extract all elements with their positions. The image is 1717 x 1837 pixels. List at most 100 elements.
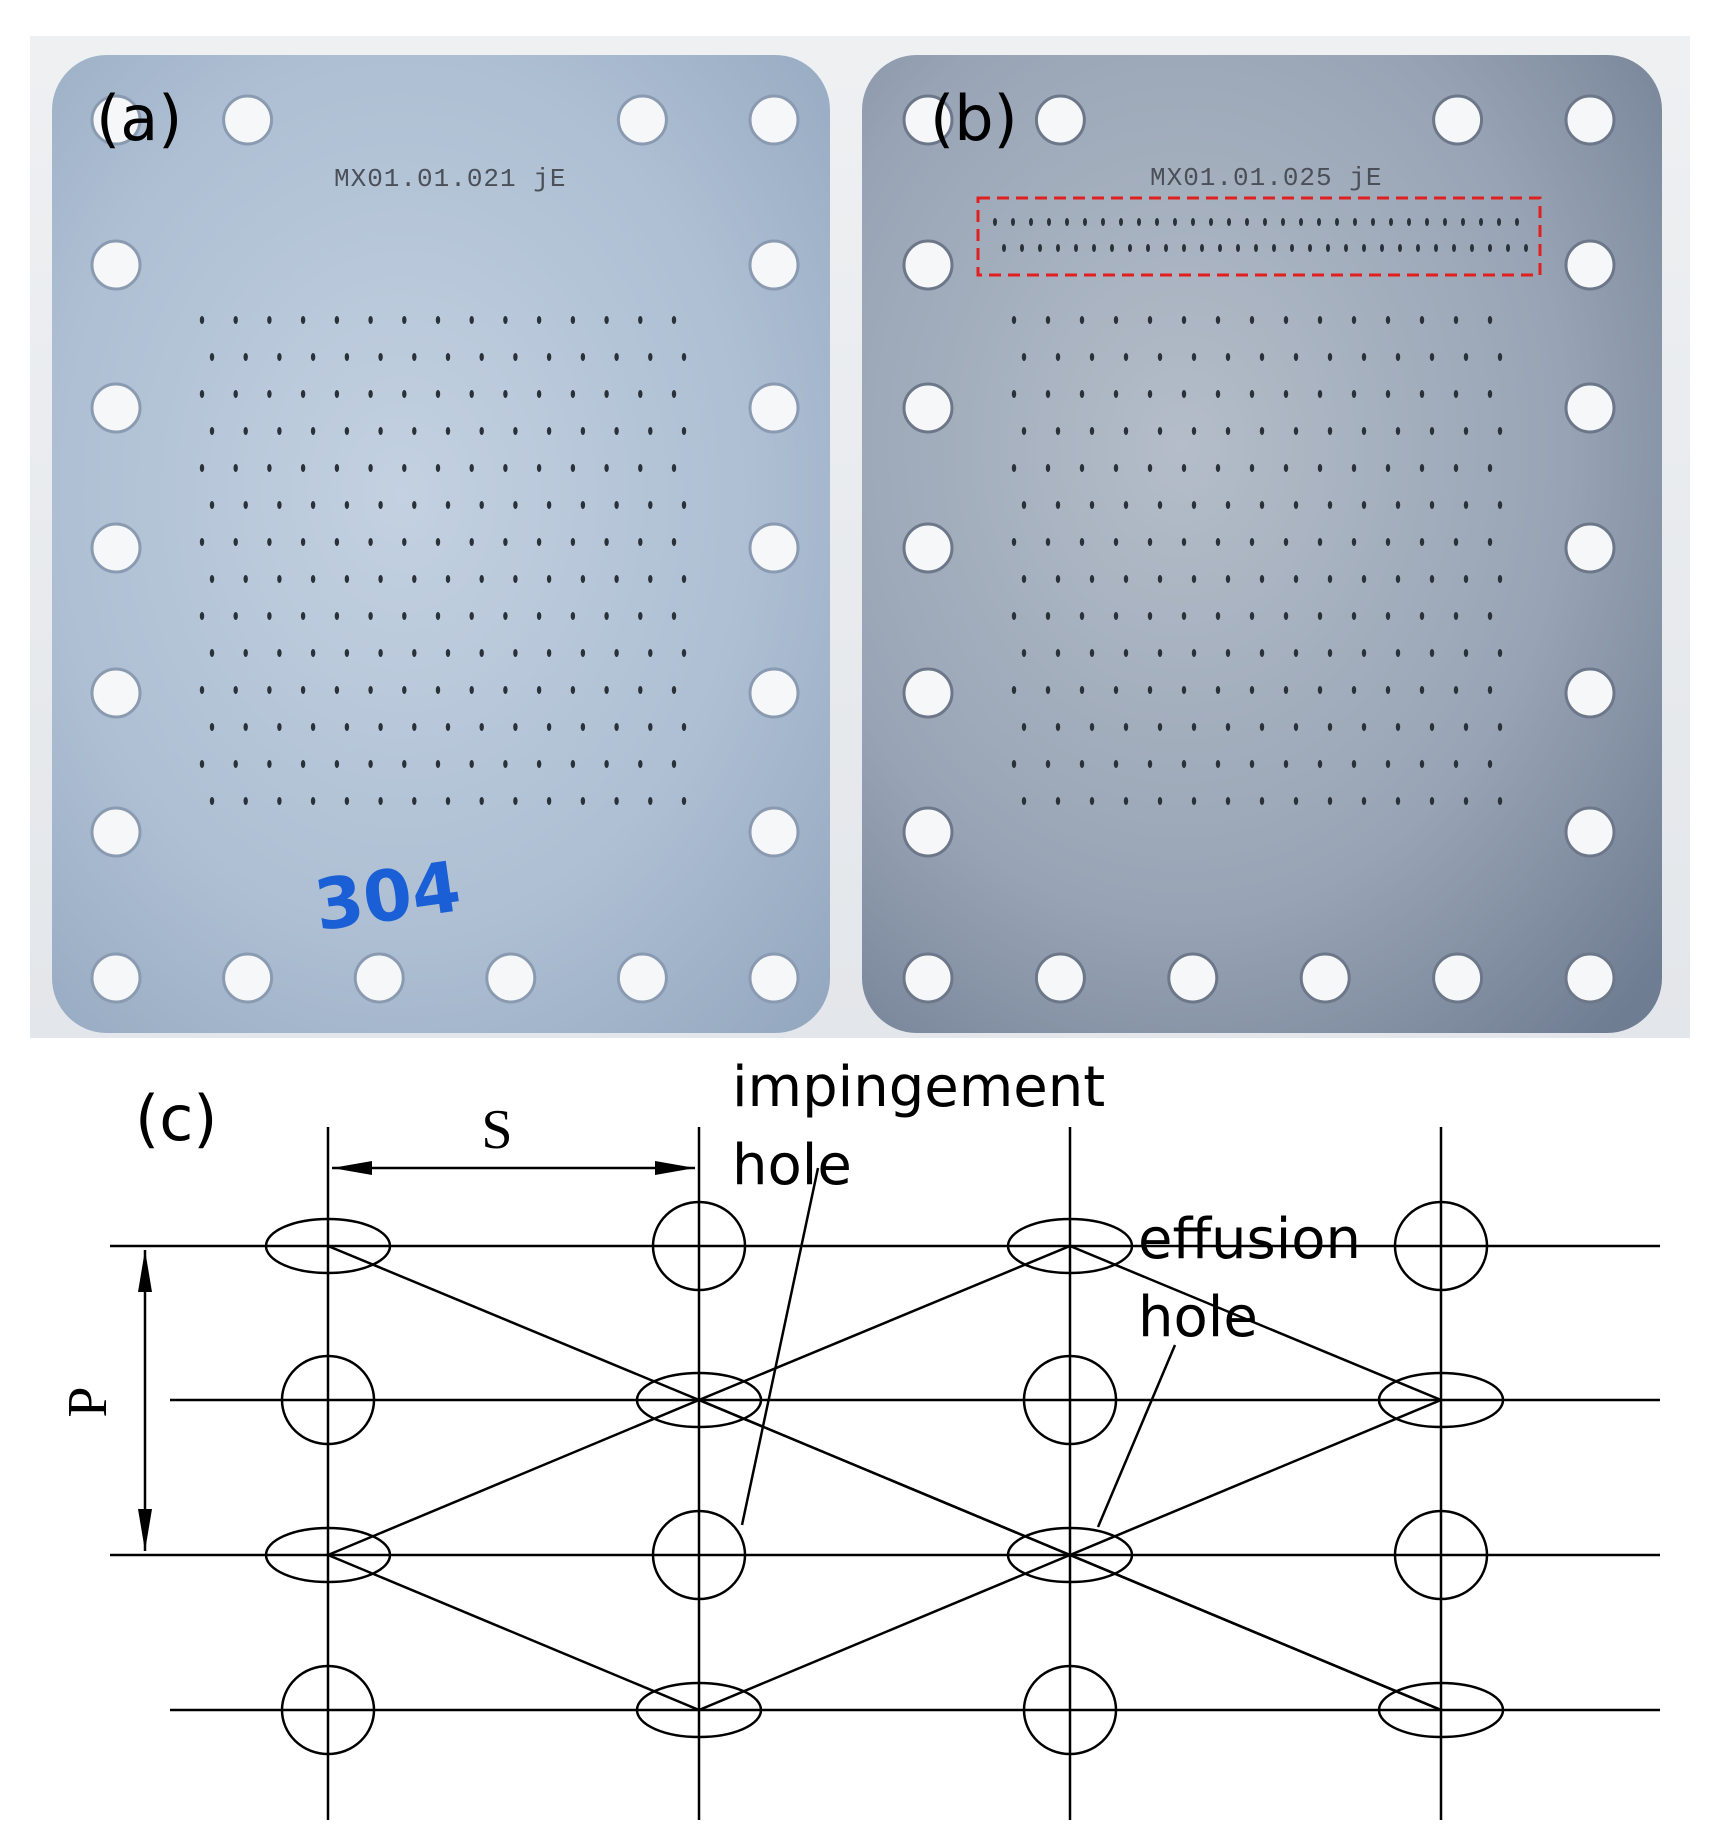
plate-a-body — [52, 55, 830, 1033]
bolt-hole — [748, 667, 800, 719]
small-hole — [1157, 427, 1163, 435]
diagonal-line-b — [1069, 1553, 1442, 1712]
small-hole — [1011, 390, 1017, 398]
small-hole — [503, 316, 508, 324]
small-hole — [209, 797, 215, 805]
zigzag-line-upper — [327, 1244, 1442, 1402]
small-hole — [277, 427, 282, 435]
bolt-hole — [1034, 952, 1086, 1004]
small-hole — [1021, 649, 1027, 657]
small-hole — [1245, 218, 1249, 226]
small-hole — [638, 316, 643, 324]
small-hole — [1045, 612, 1051, 620]
small-hole — [1113, 538, 1119, 546]
small-hole — [479, 723, 484, 731]
small-hole — [300, 760, 306, 768]
small-hole — [1113, 390, 1119, 398]
small-hole — [334, 612, 340, 620]
small-hole — [681, 649, 687, 657]
small-hole — [1515, 218, 1519, 226]
small-hole — [614, 723, 619, 731]
small-hole — [580, 649, 586, 657]
small-hole — [1147, 316, 1153, 324]
small-hole — [513, 575, 518, 583]
small-hole — [1429, 575, 1435, 583]
small-hole — [1453, 686, 1459, 694]
small-hole — [1089, 353, 1095, 361]
small-hole — [209, 575, 215, 583]
small-hole — [1147, 760, 1153, 768]
small-hole — [469, 612, 474, 620]
bolt-hole — [902, 952, 954, 1004]
small-hole — [243, 723, 248, 731]
small-hole — [1351, 464, 1357, 472]
small-hole — [1497, 353, 1503, 361]
small-hole — [1218, 244, 1222, 252]
small-hole — [435, 464, 441, 472]
small-hole — [1419, 538, 1425, 546]
effusion-hole — [1377, 1681, 1505, 1739]
small-hole — [1487, 390, 1493, 398]
small-hole — [300, 464, 306, 472]
small-hole — [604, 464, 609, 472]
small-hole — [546, 723, 552, 731]
small-hole — [546, 575, 552, 583]
small-hole — [1327, 353, 1333, 361]
small-hole — [267, 538, 272, 546]
small-hole — [648, 797, 653, 805]
small-hole — [1497, 218, 1501, 226]
effusion-hole — [1006, 1526, 1134, 1584]
bolt-hole — [1034, 94, 1086, 146]
small-hole — [1157, 649, 1163, 657]
small-hole — [604, 316, 609, 324]
small-hole — [604, 760, 609, 768]
small-hole — [1453, 316, 1459, 324]
small-hole — [681, 797, 687, 805]
small-hole — [209, 501, 215, 509]
small-hole — [503, 538, 508, 546]
small-hole — [1259, 575, 1265, 583]
small-hole — [513, 427, 518, 435]
spacing-arrow-left — [332, 1161, 372, 1175]
small-hole — [445, 575, 451, 583]
small-hole — [378, 797, 383, 805]
bolt-hole — [748, 382, 800, 434]
small-hole — [1123, 353, 1129, 361]
small-hole — [681, 427, 687, 435]
small-hole — [1463, 427, 1469, 435]
bolt-hole — [1564, 522, 1616, 574]
small-hole — [1351, 538, 1357, 546]
small-hole — [233, 760, 238, 768]
small-hole — [1361, 353, 1367, 361]
impingement-hole-label-line2: hole — [732, 1133, 852, 1198]
small-hole — [1113, 316, 1119, 324]
small-hole — [1209, 218, 1213, 226]
bolt-hole — [1564, 952, 1616, 1004]
small-hole — [1089, 501, 1095, 509]
small-hole — [243, 501, 248, 509]
small-hole — [1146, 244, 1150, 252]
small-hole — [368, 686, 373, 694]
small-hole — [334, 686, 340, 694]
small-hole — [1101, 218, 1105, 226]
bolt-hole — [1564, 94, 1616, 146]
small-hole — [1361, 797, 1367, 805]
small-hole — [267, 316, 272, 324]
small-hole — [1395, 427, 1401, 435]
small-hole — [1215, 390, 1221, 398]
small-hole — [435, 686, 441, 694]
small-hole — [402, 612, 407, 620]
small-hole — [1011, 760, 1017, 768]
small-hole — [1045, 538, 1051, 546]
small-hole — [513, 501, 518, 509]
small-hole — [1092, 244, 1096, 252]
small-hole — [1215, 760, 1221, 768]
effusion-hole — [1377, 1371, 1505, 1429]
small-hole — [1181, 612, 1187, 620]
small-hole — [199, 686, 205, 694]
small-hole — [1263, 218, 1267, 226]
small-hole — [402, 538, 407, 546]
small-hole — [1385, 686, 1391, 694]
small-hole — [1419, 686, 1425, 694]
small-hole — [503, 760, 508, 768]
